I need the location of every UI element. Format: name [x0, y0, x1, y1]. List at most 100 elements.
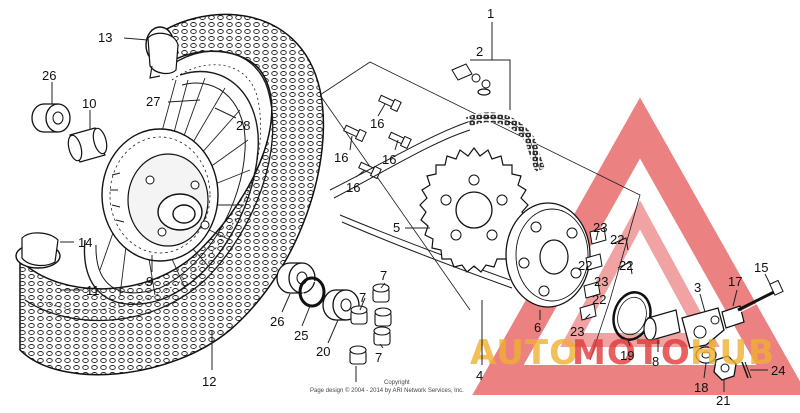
copyright-line-1: Copyright	[384, 380, 410, 386]
sprocket-center	[455, 191, 493, 229]
callout-4: 4	[476, 368, 483, 383]
callout-22-b: 22	[578, 258, 592, 273]
callout-19: 19	[620, 348, 634, 363]
axle-washer	[695, 346, 717, 364]
hub	[101, 128, 219, 262]
callout-3: 3	[694, 280, 701, 295]
drive-chain	[329, 112, 545, 289]
callout-7-mid: 7	[359, 290, 366, 305]
callout-23-c: 23	[570, 324, 584, 339]
chain-run-bottom	[339, 214, 511, 281]
callout-16-d: 16	[346, 180, 360, 195]
hub-flange-inner	[109, 136, 211, 254]
callout-7-right: 7	[375, 350, 382, 365]
hub-bolt-a	[145, 175, 155, 185]
callout-21: 21	[716, 393, 730, 408]
cotter-pin	[741, 361, 752, 379]
sprocket-bolts	[343, 94, 412, 180]
damper-1	[372, 283, 390, 303]
hub-bore	[172, 204, 196, 224]
callout-9: 9	[146, 274, 153, 289]
circlip	[298, 276, 326, 308]
callout-24: 24	[771, 363, 785, 378]
rim-band-top	[147, 32, 179, 75]
chain-adjuster	[681, 307, 725, 349]
rim-outer	[83, 70, 259, 305]
damper-5	[349, 345, 367, 365]
callout-16-c: 16	[382, 152, 396, 167]
callout-22-a: 22	[610, 232, 624, 247]
callout-15: 15	[754, 260, 768, 275]
callout-labels: 1 2 3 4 5 6 7 7 7 8 9 10 11 12 13 14 15 …	[42, 6, 785, 408]
callout-12: 12	[202, 374, 216, 389]
bearing-bottom	[276, 262, 316, 294]
callout-13: 13	[98, 30, 112, 45]
callout-25: 25	[294, 328, 308, 343]
hub-bolt-b	[190, 180, 200, 190]
callout-22-c: 22	[619, 258, 633, 273]
callout-5: 5	[393, 220, 400, 235]
callout-2: 2	[476, 44, 483, 59]
axle-bolt	[737, 279, 784, 313]
damper-3	[374, 307, 392, 327]
rim-band	[21, 32, 179, 267]
driven-flange	[505, 202, 591, 308]
tire-inner-edge	[24, 50, 274, 322]
watermark-text: AUTO MOTO HUB	[470, 333, 775, 373]
callout-7-top: 7	[380, 268, 387, 283]
axle-collar	[643, 309, 681, 341]
chain-run-bottom-2	[341, 221, 513, 289]
rim-inner	[95, 82, 246, 294]
watermark-hub: HUB	[690, 333, 775, 373]
adjuster-block	[721, 305, 745, 329]
tire-tread	[19, 13, 325, 376]
callout-10: 10	[82, 96, 96, 111]
copyright-notice: Copyright Page design © 2004 - 2014 by A…	[310, 380, 464, 394]
callout-14: 14	[78, 235, 92, 250]
rim-band-clip-top	[149, 65, 161, 79]
callout-17: 17	[728, 274, 742, 289]
copyright-line-2: Page design © 2004 - 2014 by ARI Network…	[310, 387, 464, 394]
callout-16-a: 16	[370, 116, 384, 131]
sprocket	[419, 147, 529, 273]
watermark-triangle-inner	[560, 200, 720, 347]
watermark-auto: AUTO	[470, 333, 579, 373]
flange-hub	[539, 239, 569, 275]
bolt-16-c	[388, 131, 412, 150]
watermark-moto: MOTO	[572, 333, 691, 373]
leader-lines	[51, 22, 771, 392]
damper-4	[373, 326, 391, 346]
damper-2	[350, 305, 368, 325]
callout-23-b: 23	[594, 274, 608, 289]
callout-20: 20	[316, 344, 330, 359]
master-link	[451, 63, 491, 96]
callout-16-b: 16	[334, 150, 348, 165]
axle-nut	[713, 355, 737, 381]
flange-rim	[515, 208, 589, 302]
bolt-16-b	[343, 124, 367, 143]
lock-tabs	[579, 227, 633, 321]
hub-bolt-d	[200, 220, 210, 230]
callout-27: 27	[146, 94, 160, 109]
wheel-rim	[83, 70, 259, 305]
callout-11: 11	[86, 283, 100, 298]
chain-run-top-2	[333, 129, 471, 199]
callout-6: 6	[534, 320, 541, 335]
rim-band-bottom	[21, 232, 59, 267]
bearing-center	[322, 289, 360, 321]
chain-upper-outline	[467, 117, 541, 171]
callout-26-top: 26	[42, 68, 56, 83]
dampers	[349, 283, 392, 365]
hub-fins	[110, 172, 125, 223]
callout-1: 1	[487, 6, 494, 21]
bearing-left	[31, 103, 71, 133]
callout-22-d: 22	[592, 292, 606, 307]
callout-18: 18	[694, 380, 708, 395]
callout-26-bottom: 26	[270, 314, 284, 329]
callout-8: 8	[652, 354, 659, 369]
bolt-16-a	[378, 94, 402, 113]
spacer-tube	[67, 127, 108, 163]
chain-run-top	[329, 121, 469, 191]
callout-23-a: 23	[593, 220, 607, 235]
